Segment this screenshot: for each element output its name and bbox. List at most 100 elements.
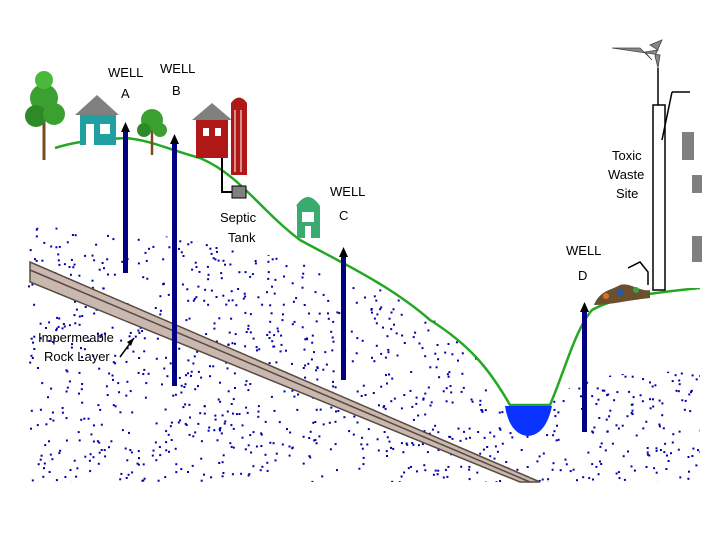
soil-dot: [73, 459, 76, 462]
soil-dot: [414, 263, 417, 266]
soil-dot: [603, 239, 606, 242]
soil-dot: [386, 382, 388, 385]
soil-dot: [336, 266, 339, 269]
soil-dot: [498, 312, 501, 315]
soil-dot: [285, 349, 287, 352]
soil-dot: [390, 446, 392, 449]
soil-dot: [337, 232, 340, 235]
soil-dot: [114, 354, 117, 357]
soil-dot: [617, 471, 620, 474]
soil-dot: [108, 446, 110, 449]
soil-dot: [55, 479, 58, 482]
soil-dot: [645, 278, 648, 281]
soil-dot: [623, 279, 626, 282]
soil-dot: [600, 442, 603, 445]
soil-dot: [66, 370, 69, 373]
soil-dot: [427, 386, 430, 389]
soil-dot: [112, 238, 115, 241]
soil-dot: [627, 269, 630, 272]
soil-dot: [635, 253, 638, 256]
soil-dot: [256, 238, 259, 241]
soil-dot: [205, 244, 208, 247]
soil-dot: [604, 449, 607, 452]
soil-dot: [493, 435, 496, 438]
soil-dot: [118, 391, 121, 394]
soil-dot: [554, 415, 557, 418]
soil-dot: [36, 227, 39, 230]
soil-dot: [536, 250, 539, 253]
soil-dot: [58, 263, 61, 266]
soil-dot: [321, 475, 324, 478]
soil-dot: [663, 345, 665, 348]
soil-dot: [461, 352, 464, 355]
soil-dot: [600, 341, 603, 344]
soil-dot: [501, 376, 504, 379]
soil-dot: [501, 442, 504, 445]
soil-dot: [539, 277, 542, 280]
rock-label-line1: Impermeable: [38, 330, 114, 345]
soil-dot: [627, 269, 630, 272]
soil-dot: [621, 424, 624, 427]
soil-dot: [129, 390, 132, 393]
soil-dot: [597, 366, 600, 369]
soil-dot: [190, 374, 192, 377]
soil-dot: [61, 407, 64, 409]
soil-dot: [486, 281, 489, 283]
soil-dot: [247, 474, 250, 477]
soil-dot: [206, 265, 209, 268]
soil-dot: [438, 236, 441, 239]
soil-dot: [545, 249, 547, 252]
soil-dot: [377, 235, 380, 238]
soil-dot: [154, 441, 157, 444]
soil-dot: [222, 294, 225, 297]
soil-dot: [215, 247, 218, 249]
soil-dot: [447, 343, 450, 345]
soil-dot: [294, 223, 296, 225]
soil-dot: [607, 393, 610, 396]
soil-dot: [699, 450, 700, 453]
soil-dot: [527, 341, 529, 344]
soil-dot: [227, 390, 230, 393]
soil-dot: [626, 358, 629, 361]
soil-dot: [526, 263, 529, 266]
soil-dot: [232, 412, 234, 415]
soil-dot: [493, 323, 496, 326]
soil-dot: [334, 386, 337, 389]
soil-dot: [33, 348, 36, 350]
soil-dot: [230, 424, 233, 427]
soil-dot: [203, 412, 206, 415]
soil-dot: [565, 463, 568, 466]
soil-dot: [418, 342, 421, 345]
soil-dot: [275, 223, 277, 225]
soil-dot: [362, 456, 365, 459]
soil-dot: [271, 258, 274, 261]
soil-dot: [53, 337, 56, 340]
soil-dot: [43, 462, 46, 465]
soil-dot: [231, 250, 234, 253]
soil-dot: [388, 244, 391, 246]
soil-dot: [392, 244, 395, 247]
soil-dot: [565, 304, 568, 307]
soil-dot: [216, 250, 218, 253]
soil-dot: [449, 245, 452, 247]
soil-dot: [608, 276, 611, 279]
soil-dot: [468, 468, 471, 471]
soil-dot: [137, 329, 140, 332]
soil-dot: [499, 480, 502, 482]
soil-dot: [361, 228, 364, 231]
soil-dot: [562, 400, 565, 403]
soil-dot: [673, 346, 676, 349]
soil-dot: [475, 326, 478, 329]
soil-dot: [457, 223, 459, 225]
soil-dot: [101, 262, 104, 264]
soil-dot: [494, 445, 497, 448]
soil-dot: [33, 335, 36, 338]
soil-dot: [255, 445, 258, 448]
soil-dot: [402, 288, 405, 291]
soil-dot: [90, 433, 93, 436]
soil-dot: [412, 443, 415, 446]
soil-dot: [556, 306, 559, 309]
soil-dot: [446, 235, 449, 238]
soil-dot: [221, 461, 224, 464]
soil-dot: [457, 427, 460, 430]
